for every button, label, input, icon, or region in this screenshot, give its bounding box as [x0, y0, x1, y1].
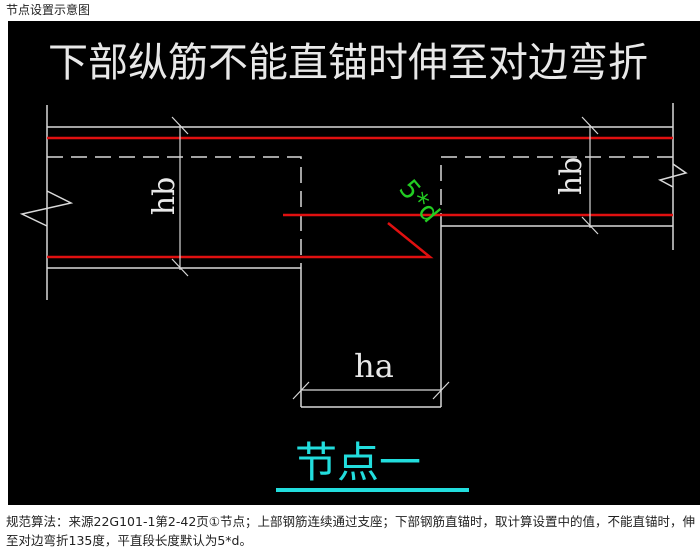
- right-dashed-line: [440, 156, 673, 226]
- left-dashed-line: [47, 156, 302, 268]
- algorithm-description: 规范算法：来源22G101-1第2-42页①节点；上部钢筋连续通过支座；下部钢筋…: [6, 514, 695, 548]
- hb-left-label: hb: [147, 177, 182, 216]
- anchor-length-label: 5*d: [393, 174, 446, 229]
- left-break-icon: [19, 190, 74, 227]
- node-label: 节点一: [295, 438, 421, 487]
- left-bottom-rebar-hook: [47, 222, 434, 259]
- hb-right-label: hb: [554, 157, 589, 196]
- node-diagram: 下部纵筋不能直锚时伸至对边弯折: [8, 21, 700, 505]
- diagram-title: 下部纵筋不能直锚时伸至对边弯折: [48, 40, 648, 86]
- panel-caption: 节点设置示意图: [6, 3, 91, 17]
- right-break-icon: [657, 163, 688, 188]
- ha-label: ha: [354, 347, 394, 385]
